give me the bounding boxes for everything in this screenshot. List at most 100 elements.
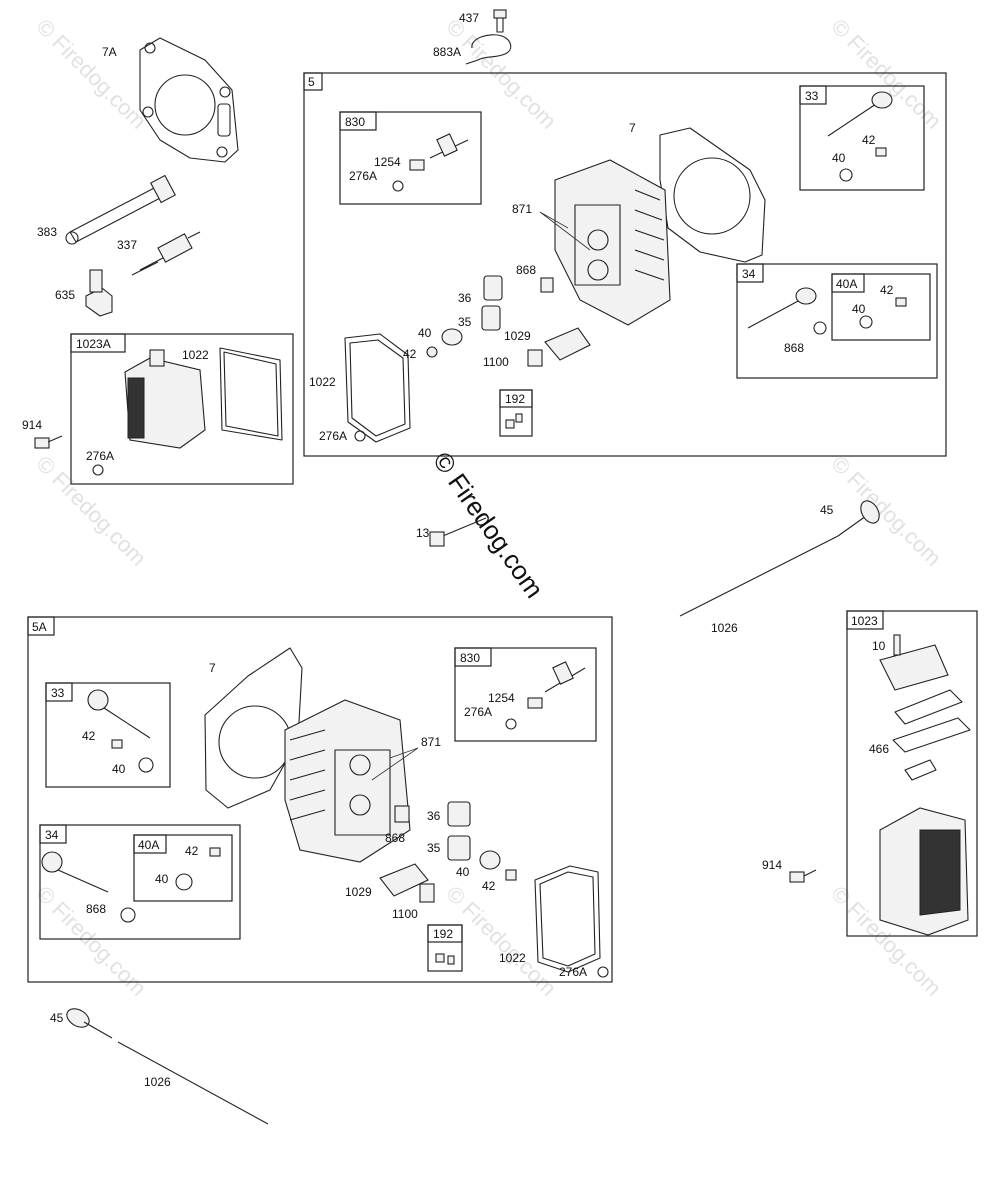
part-label: 1029 bbox=[345, 885, 372, 899]
assembly-40a-frame bbox=[133, 834, 233, 902]
gasket-1022-top bbox=[344, 333, 411, 443]
part-label: 466 bbox=[869, 742, 889, 756]
part-label: 1029 bbox=[504, 329, 531, 343]
assembly-1023-frame bbox=[846, 610, 978, 937]
part-label: 42 bbox=[185, 844, 199, 858]
rocker-arm-top bbox=[527, 327, 591, 367]
assembly-label: 830 bbox=[460, 651, 480, 665]
assembly-label: 40A bbox=[836, 277, 857, 291]
assembly-label: 5A bbox=[32, 620, 47, 634]
part-label: 276A bbox=[464, 705, 492, 719]
part-label: 10 bbox=[872, 639, 886, 653]
center-watermark: © Firedog.com bbox=[427, 446, 550, 603]
assembly-5a-frame bbox=[27, 616, 613, 983]
part-label: 1022 bbox=[182, 348, 209, 362]
part-label: 36 bbox=[458, 291, 472, 305]
assembly-label: 33 bbox=[805, 89, 819, 103]
valve-springs-top bbox=[426, 275, 554, 358]
part-label: 45 bbox=[50, 1011, 64, 1025]
part-label: 7A bbox=[102, 45, 117, 59]
part-label: 868 bbox=[86, 902, 106, 916]
watermark: © Firedog.com bbox=[31, 14, 151, 134]
part-label: 868 bbox=[784, 341, 804, 355]
push-rod-bottom bbox=[66, 1008, 269, 1125]
callout-labels: 437 883A 7A 383 337 635 1022 914 276A 7 … bbox=[22, 11, 894, 1089]
assembly-1023a-frame bbox=[70, 333, 294, 485]
part-label: 383 bbox=[37, 225, 57, 239]
part-label: 871 bbox=[421, 735, 441, 749]
watermark: © Firedog.com bbox=[826, 451, 946, 571]
part-label: 635 bbox=[55, 288, 75, 302]
part-label: 276A bbox=[349, 169, 377, 183]
bolt-914 bbox=[34, 435, 63, 449]
bolt-437 bbox=[493, 9, 507, 33]
assembly-label: 1023A bbox=[76, 337, 111, 351]
part-label: 40 bbox=[852, 302, 866, 316]
part-label: 35 bbox=[427, 841, 441, 855]
part-label: 42 bbox=[403, 347, 417, 361]
watermark: © Firedog.com bbox=[31, 451, 151, 571]
assembly-label: 34 bbox=[45, 828, 59, 842]
assembly-34-frame bbox=[736, 263, 938, 379]
push-rod-right bbox=[679, 500, 880, 617]
part-label: 1100 bbox=[392, 907, 418, 921]
assembly-label: 192 bbox=[505, 392, 525, 406]
part-drawings bbox=[34, 9, 971, 1125]
bolt-13 bbox=[429, 517, 487, 547]
screw-830-top bbox=[392, 133, 469, 192]
part-label: 13 bbox=[416, 526, 430, 540]
tool-383 bbox=[65, 174, 176, 245]
part-label: 45 bbox=[820, 503, 834, 517]
valve-springs-bottom bbox=[447, 801, 517, 881]
cylinder-head-top bbox=[554, 159, 671, 326]
assembly-830-frame bbox=[339, 111, 482, 205]
part-label: 871 bbox=[512, 202, 532, 216]
part-label: 337 bbox=[117, 238, 137, 252]
screw-830-bottom bbox=[505, 661, 586, 730]
part-label: 40 bbox=[456, 865, 470, 879]
part-label: 914 bbox=[22, 418, 42, 432]
part-label: 42 bbox=[482, 879, 496, 893]
part-label: 276A bbox=[559, 965, 587, 979]
part-label: 1022 bbox=[499, 951, 526, 965]
assembly-830-frame bbox=[454, 647, 597, 742]
assembly-40a-frame bbox=[831, 273, 931, 341]
part-label: 40 bbox=[155, 872, 169, 886]
part-label: 36 bbox=[427, 809, 441, 823]
bolt-914-right bbox=[789, 869, 817, 883]
assembly-label: 33 bbox=[51, 686, 65, 700]
boot-635 bbox=[85, 269, 113, 317]
part-label: 437 bbox=[459, 11, 479, 25]
part-label: 1026 bbox=[144, 1075, 171, 1089]
gasket-1022-bottom bbox=[534, 865, 601, 973]
assembly-label: 1023 bbox=[851, 614, 878, 628]
part-label: 868 bbox=[516, 263, 536, 277]
valve-cover-1023a bbox=[124, 347, 283, 449]
part-label: 1100 bbox=[483, 355, 509, 369]
part-label: 883A bbox=[433, 45, 461, 59]
watermark: © Firedog.com bbox=[31, 881, 151, 1001]
gasket-7a bbox=[139, 37, 239, 163]
spark-plug-337 bbox=[131, 231, 201, 276]
part-label: 42 bbox=[862, 133, 876, 147]
part-label: 40 bbox=[112, 762, 126, 776]
part-label: 42 bbox=[880, 283, 894, 297]
assembly-label: 192 bbox=[433, 927, 453, 941]
part-label: 35 bbox=[458, 315, 472, 329]
cylinder-head-bottom bbox=[284, 699, 411, 863]
valve-33-bottom bbox=[87, 689, 154, 773]
part-label: 1254 bbox=[488, 691, 515, 705]
part-label: 7 bbox=[209, 661, 216, 675]
assembly-label: 34 bbox=[742, 267, 756, 281]
assembly-frames: 5 830 33 34 40A 192 1023A 5A 830 bbox=[27, 72, 978, 983]
clip-883a bbox=[465, 34, 512, 65]
valve-cover-1023 bbox=[879, 634, 971, 936]
part-label: 276A bbox=[86, 449, 114, 463]
part-label: 40 bbox=[418, 326, 432, 340]
part-label: 42 bbox=[82, 729, 96, 743]
watermark: © Firedog.com bbox=[826, 14, 946, 134]
assembly-label: 830 bbox=[345, 115, 365, 129]
gasket-7 bbox=[659, 127, 766, 263]
assembly-34-frame bbox=[39, 824, 241, 940]
